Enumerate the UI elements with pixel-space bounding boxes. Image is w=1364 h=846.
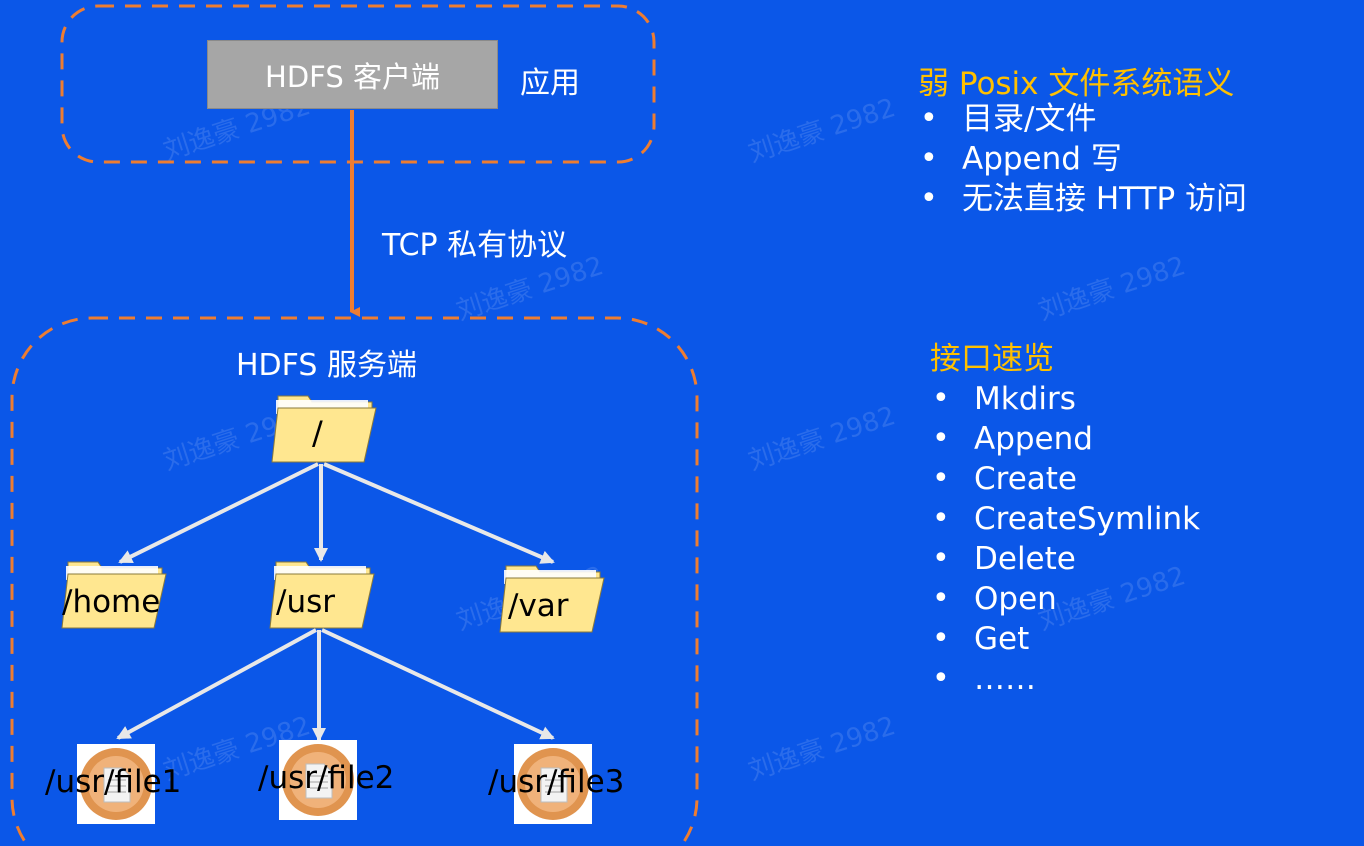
semantics-item: 无法直接 HTTP 访问 bbox=[920, 179, 1247, 219]
tree-arrow bbox=[321, 628, 555, 740]
tree-arrow bbox=[116, 628, 317, 740]
semantics-list: 目录/文件 Append 写 无法直接 HTTP 访问 bbox=[920, 99, 1247, 219]
hdfs-client-box: HDFS 客户端 bbox=[207, 40, 498, 109]
semantics-item: 目录/文件 bbox=[920, 99, 1247, 139]
file-3-label: /usr/file3 bbox=[488, 764, 625, 800]
hdfs-client-label: HDFS 客户端 bbox=[265, 59, 440, 94]
dir-usr-label: /usr bbox=[276, 584, 335, 620]
server-region bbox=[10, 316, 699, 846]
api-heading: 接口速览 bbox=[930, 341, 1054, 377]
file-2-label: /usr/file2 bbox=[258, 760, 395, 796]
tree-arrow bbox=[323, 462, 555, 564]
root-dir-label: / bbox=[312, 414, 323, 452]
tree-arrow bbox=[118, 462, 319, 564]
api-item: CreateSymlink bbox=[932, 499, 1200, 539]
dir-var-label: /var bbox=[508, 588, 569, 624]
semantics-item: Append 写 bbox=[920, 139, 1247, 179]
api-item: Get bbox=[932, 619, 1200, 659]
dir-home-label: /home bbox=[62, 584, 161, 620]
folder-root-icon bbox=[271, 395, 377, 463]
semantics-heading: 弱 Posix 文件系统语义 bbox=[918, 66, 1235, 102]
client-region bbox=[60, 4, 656, 164]
file-1-label: /usr/file1 bbox=[45, 764, 182, 800]
hdfs-server-title: HDFS 服务端 bbox=[236, 348, 417, 383]
protocol-label: TCP 私有协议 bbox=[382, 228, 568, 263]
api-item: Open bbox=[932, 579, 1200, 619]
api-item: …… bbox=[932, 659, 1200, 699]
api-item: Append bbox=[932, 419, 1200, 459]
api-item: Delete bbox=[932, 539, 1200, 579]
api-item: Mkdirs bbox=[932, 379, 1200, 419]
api-item: Create bbox=[932, 459, 1200, 499]
api-list: Mkdirs Append Create CreateSymlink Delet… bbox=[932, 379, 1200, 699]
app-label: 应用 bbox=[520, 66, 580, 101]
